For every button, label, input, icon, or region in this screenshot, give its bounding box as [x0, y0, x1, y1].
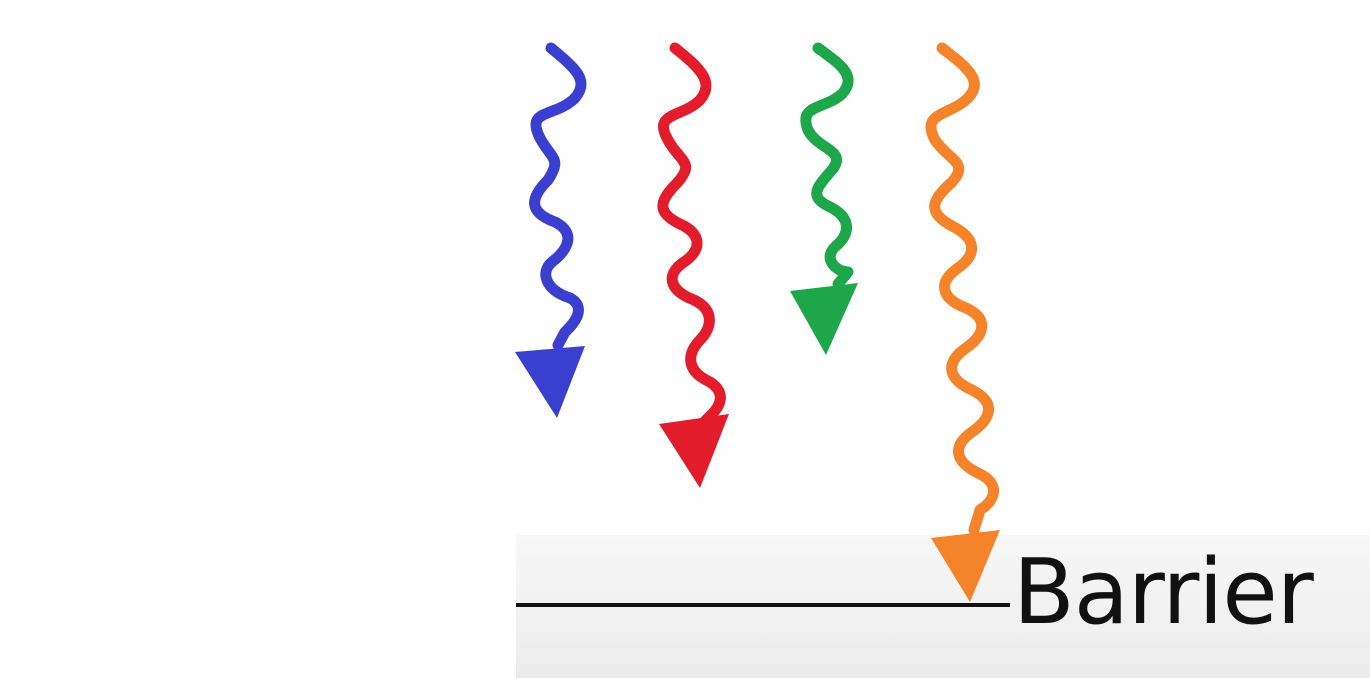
orange-ray-wave	[925, 42, 999, 536]
orange-ray-arrow	[925, 42, 1000, 602]
red-ray-arrow	[657, 42, 729, 488]
red-ray-arrowhead	[659, 414, 729, 488]
green-ray-arrowhead	[790, 283, 858, 355]
blue-ray-wave	[529, 42, 587, 351]
green-ray-arrow	[790, 42, 858, 355]
blue-ray-arrow	[515, 42, 587, 418]
red-ray-wave	[657, 42, 726, 426]
orange-ray-arrowhead	[931, 530, 1000, 602]
barrier-label: Barrier	[1013, 540, 1314, 645]
green-ray-wave	[800, 42, 854, 290]
blue-ray-arrowhead	[515, 346, 585, 418]
